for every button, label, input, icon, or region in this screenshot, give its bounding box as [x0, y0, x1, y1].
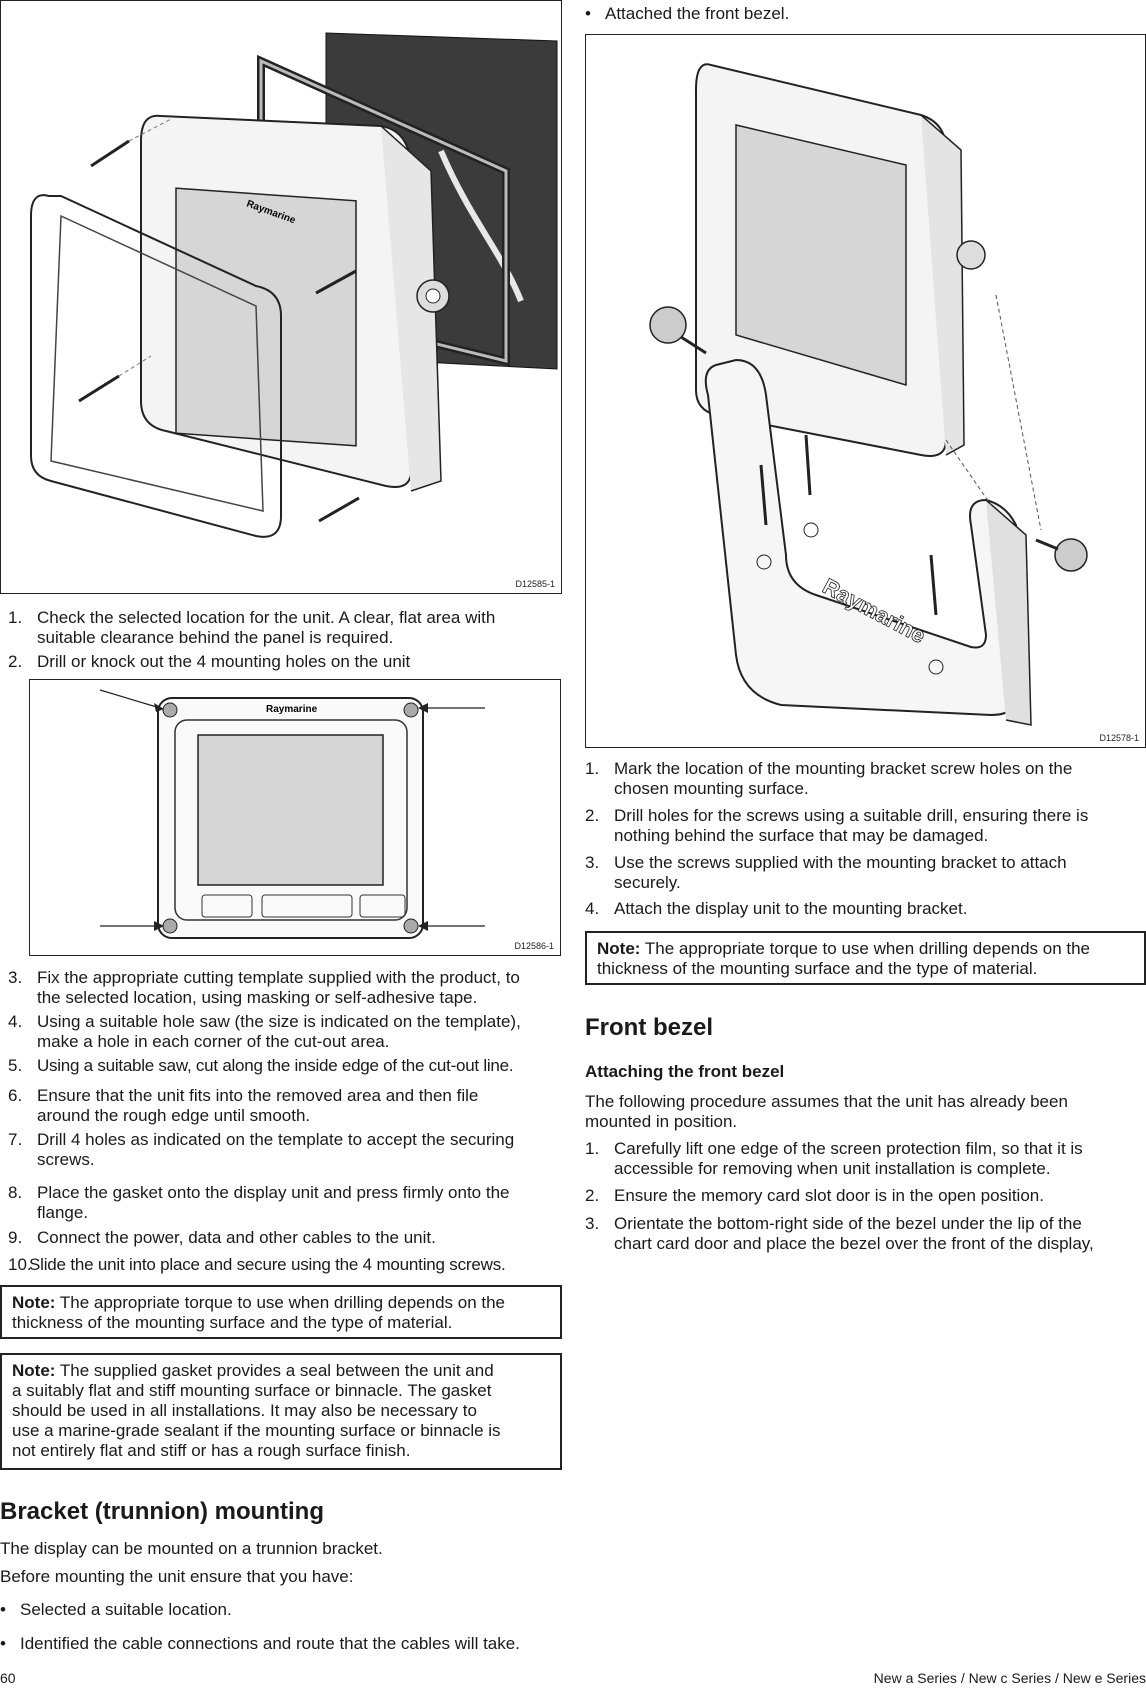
- step-number: 4.: [8, 1012, 23, 1031]
- note-box: Note: The supplied gasket provides a sea…: [0, 1353, 562, 1470]
- note-text-line: thickness of the mounting surface and th…: [597, 959, 1038, 978]
- step-text-line: Drill holes for the screws using a suita…: [614, 806, 1089, 825]
- step-text-line: make a hole in each corner of the cut-ou…: [37, 1032, 390, 1051]
- figure-brand-label: Raymarine: [266, 704, 318, 715]
- step-text-line: Use the screws supplied with the mountin…: [614, 853, 1067, 872]
- figure-panel-mount-exploded: Raymarine D12585-1: [0, 0, 562, 594]
- step-text-line: Check the selected location for the unit…: [37, 608, 496, 627]
- step-number: 3.: [585, 1214, 600, 1233]
- note-text-line: should be used in all installations. It …: [12, 1401, 477, 1420]
- note-text-line: The supplied gasket provides a seal betw…: [55, 1361, 494, 1380]
- step-number: 3.: [8, 968, 23, 987]
- step-text-line: flange.: [37, 1203, 89, 1222]
- section-heading: Bracket (trunnion) mounting: [0, 1498, 324, 1525]
- step-number: 2.: [585, 806, 600, 825]
- exploded-view-illustration: Raymarine: [30, 32, 558, 538]
- step-text-line: Mark the location of the mounting bracke…: [614, 759, 1073, 778]
- step-number: 2.: [8, 652, 23, 671]
- paragraph: Before mounting the unit ensure that you…: [0, 1567, 354, 1586]
- step-text-line: the selected location, using masking or …: [37, 988, 478, 1007]
- step-number: 1.: [585, 1139, 600, 1158]
- step-text-line: Slide the unit into place and secure usi…: [29, 1255, 506, 1274]
- note-text-line: thickness of the mounting surface and th…: [12, 1313, 453, 1332]
- figure-id: D12578-1: [1099, 733, 1139, 743]
- note-box: Note: The appropriate torque to use when…: [0, 1285, 562, 1339]
- section-heading: Front bezel: [585, 1014, 714, 1041]
- subsection-heading: Attaching the front bezel: [585, 1062, 785, 1081]
- step-text-line: Carefully lift one edge of the screen pr…: [614, 1139, 1083, 1158]
- step-text-line: chosen mounting surface.: [614, 779, 809, 798]
- step-text-line: Connect the power, data and other cables…: [37, 1228, 436, 1247]
- note-label: Note:: [12, 1361, 56, 1380]
- step-text-line: Ensure the memory card slot door is in t…: [614, 1186, 1044, 1205]
- step-number: 9.: [8, 1228, 23, 1247]
- step-text-line: Ensure that the unit fits into the remov…: [37, 1086, 479, 1105]
- step-text-line: Using a suitable hole saw (the size is i…: [37, 1012, 521, 1031]
- step-number: 4.: [585, 899, 600, 918]
- step-number: 6.: [8, 1086, 23, 1105]
- paragraph-line: mounted in position.: [585, 1112, 738, 1131]
- figure-id: D12586-1: [514, 941, 554, 951]
- page-number: 60: [0, 1670, 16, 1686]
- step-number: 2.: [585, 1186, 600, 1205]
- step-text-line: nothing behind the surface that may be d…: [614, 826, 989, 845]
- note-label: Note:: [12, 1293, 56, 1312]
- paragraph: The display can be mounted on a trunnion…: [0, 1539, 383, 1558]
- step-text-line: screws.: [37, 1150, 95, 1169]
- step-text-line: Drill or knock out the 4 mounting holes …: [37, 652, 411, 671]
- step-number: 7.: [8, 1130, 23, 1149]
- step-text-line: Fix the appropriate cutting template sup…: [37, 968, 520, 987]
- bullet-text: Selected a suitable location.: [20, 1600, 232, 1619]
- step-text-line: securely.: [614, 873, 681, 892]
- step-text-line: accessible for removing when unit instal…: [614, 1159, 1051, 1178]
- note-label: Note:: [597, 939, 641, 958]
- step-text-line: chart card door and place the bezel over…: [614, 1234, 1094, 1253]
- step-text-line: suitable clearance behind the panel is r…: [37, 628, 394, 647]
- step-text-line: Using a suitable saw, cut along the insi…: [37, 1056, 514, 1075]
- step-number: 5.: [8, 1056, 23, 1075]
- document-title: New a Series / New c Series / New e Seri…: [873, 1670, 1146, 1686]
- step-number: 1.: [8, 608, 23, 627]
- paragraph-line: The following procedure assumes that the…: [585, 1092, 1068, 1111]
- step-text-line: Place the gasket onto the display unit a…: [37, 1183, 510, 1202]
- step-text-line: Attach the display unit to the mounting …: [614, 899, 968, 918]
- paragraph: The following procedure assumes that the…: [585, 1092, 1068, 1132]
- figure-id: D12585-1: [515, 579, 555, 589]
- bullet-text: Attached the front bezel.: [605, 4, 790, 23]
- bullet-dot: •: [585, 4, 591, 23]
- figure-trunnion-bracket: Raymarine D12578-1: [585, 34, 1146, 748]
- mounting-holes-illustration: Raymarine: [99, 689, 485, 939]
- step-number: 8.: [8, 1183, 23, 1202]
- step-number: 3.: [585, 853, 600, 872]
- note-text-line: a suitably flat and stiff mounting surfa…: [12, 1381, 492, 1400]
- trunnion-bracket-illustration: Raymarine: [649, 63, 1088, 726]
- figure-mounting-holes: Raymarine D12586-1: [29, 679, 561, 956]
- bullet-dot: •: [0, 1600, 6, 1619]
- note-text-line: use a marine-grade sealant if the mounti…: [12, 1421, 501, 1440]
- note-text-line: not entirely flat and stiff or has a rou…: [12, 1441, 411, 1460]
- note-box: Note: The appropriate torque to use when…: [585, 931, 1146, 985]
- step-text-line: Drill 4 holes as indicated on the templa…: [37, 1130, 515, 1149]
- bullet-dot: •: [0, 1634, 6, 1653]
- step-number: 10.: [8, 1255, 32, 1274]
- note-text-line: The appropriate torque to use when drill…: [640, 939, 1091, 958]
- step-text-line: around the rough edge until smooth.: [37, 1106, 311, 1125]
- bullet-text: Identified the cable connections and rou…: [20, 1634, 520, 1653]
- step-number: 1.: [585, 759, 600, 778]
- step-text-line: Orientate the bottom-right side of the b…: [614, 1214, 1082, 1233]
- note-text-line: The appropriate torque to use when drill…: [55, 1293, 506, 1312]
